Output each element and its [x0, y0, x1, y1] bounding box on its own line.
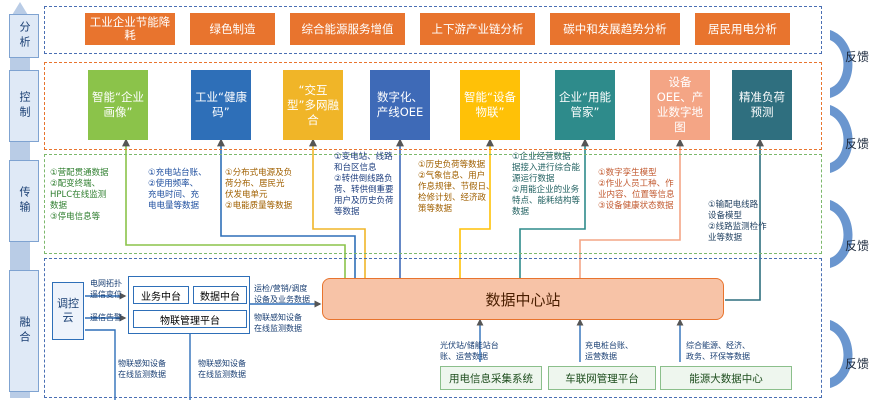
data-middle-box: 数据中台 [193, 286, 247, 304]
fusion-zone [44, 258, 822, 398]
feedback-label-3: 反馈 [844, 239, 869, 253]
transmit-text-6: ①企业经营数据 据接入进行综合能 源运行数据 ②用能企业的业务 特点、能耗结构等… [512, 152, 581, 217]
system-box-vehicle: 车联网管理平台 [548, 366, 656, 390]
top-box-5: 碳中和发展趋势分析 [550, 13, 680, 45]
system-box-electricity: 用电信息采集系统 [440, 366, 542, 390]
transmit-text-7: ①数字孪生模型 ②作业人员工种、作 业内容、位置等信息 ③设备健康状态数据 [598, 168, 675, 211]
biz-middle-box: 业务中台 [133, 286, 189, 304]
charge-data-text: 充电桩台账、 运营数据 [585, 341, 633, 361]
top-box-2: 绿色制造 [190, 13, 275, 45]
transmit-text-1: ①营配贯通数据 ②配变终端、 HPLC在线监测 数据 ③停电信息等 [50, 168, 109, 222]
layer-label-analysis: 分析 [9, 14, 39, 58]
feedback-label-2: 反馈 [844, 137, 869, 151]
feedback-label-4: 反馈 [844, 357, 869, 371]
control-box-energy-manager: 企业“用能管家” [555, 70, 615, 140]
control-box-iot: 智能“设备物联” [460, 70, 520, 140]
top-box-3: 综合能源服务增值 [290, 13, 405, 45]
top-box-4: 上下游产业链分析 [420, 13, 535, 45]
control-zone [44, 62, 822, 150]
analysis-zone [44, 6, 822, 54]
energy-data-text: 综合能源、经济、 政务、环保等数据 [686, 341, 750, 361]
transmit-text-4: ①变电站、线路 和台区信息 ②转供倒线路负 荷、转供倒重要 用户及历史负荷 等数… [334, 152, 394, 217]
transmit-text-8: ①输配电线路 设备模型 ②线路监测检作 业等数据 [708, 200, 767, 243]
iot-bottom-text-1: 物联感知设备 在线监测数据 [118, 359, 166, 379]
control-box-load-forecast: 精准负荷预测 [732, 70, 792, 140]
top-box-1: 工业企业节能降耗 [85, 13, 175, 45]
transmit-text-3: ①分布式电源及负 荷分布、居民光 伏发电单元 ②电能质量等数据 [225, 168, 293, 211]
tiao-kong-yun-box: 调控云 [52, 282, 84, 340]
system-box-energy-big-data: 能源大数据中心 [660, 366, 792, 390]
transmit-text-5: ①历史负荷等数据 ②气象信息、用户 作息规律、节假日、 检修计划、经济政 策等数… [418, 160, 495, 214]
iot-online-text: 物联感知设备 在线监测数据 [254, 313, 302, 333]
top-box-6: 居民用电分析 [695, 13, 790, 45]
data-center-box: 数据中心站 [322, 278, 724, 320]
platform-group [128, 276, 250, 334]
control-box-multi-net: “交互型”多网融合 [283, 70, 343, 140]
telemetry-text: 遥信告警 [90, 313, 122, 322]
control-box-health-code: 工业“健康码” [191, 70, 251, 140]
control-box-enterprise-portrait: 智能“企业画像” [88, 70, 148, 140]
iot-bottom-text-2: 物联感知设备 在线监测数据 [198, 359, 246, 379]
pv-data-text: 光伏站/储能站台 账、运营数据 [440, 341, 499, 361]
grid-topo-text: 电网拓扑 遥信变位 [90, 279, 122, 299]
layer-label-fusion: 融合 [9, 270, 39, 392]
control-box-oee: 数字化、产线OEE [370, 70, 430, 140]
feedback-label-1: 反馈 [844, 50, 869, 64]
layer-label-transmit: 传输 [9, 160, 39, 242]
control-box-digital-map: 设备OEE、产业数字地图 [650, 70, 710, 140]
layer-label-control: 控制 [9, 70, 39, 142]
transmit-zone [44, 154, 822, 254]
ops-data-text: 运检/营销/调度 设备及业务数据 [254, 284, 310, 304]
transmit-text-2: ①充电站台账、 ②使用频率、 充电时间、充 电电量等数据 [148, 168, 207, 211]
iot-platform-box: 物联管理平台 [133, 310, 247, 328]
